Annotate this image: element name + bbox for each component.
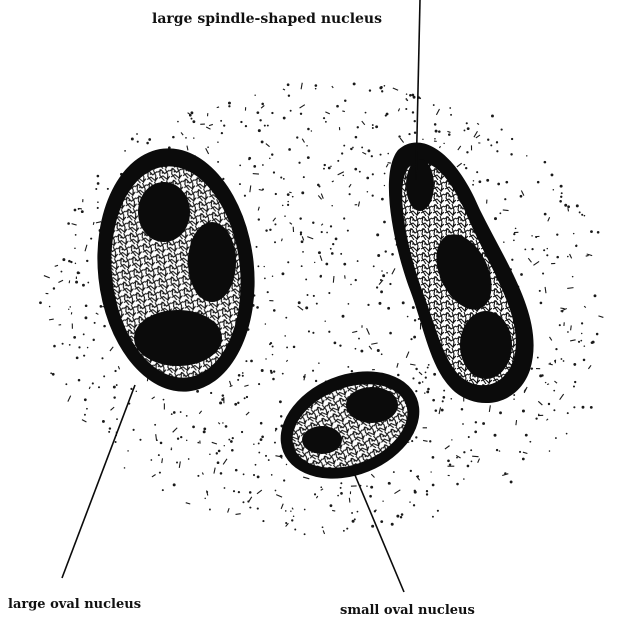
chromatin-clump: [188, 222, 236, 302]
chromatin-clump: [302, 426, 342, 454]
chromatin-clump: [460, 311, 512, 379]
small-oval-leader-line: [352, 468, 404, 592]
small-oval-nucleus: [265, 352, 436, 499]
label-small-oval-nucleus: small oval nucleus: [340, 604, 475, 617]
chromatin-clump: [406, 159, 434, 211]
chromatin-clump: [134, 310, 222, 366]
label-large-oval-nucleus: large oval nucleus: [8, 598, 141, 611]
large-oval-leader-line: [62, 385, 135, 578]
chromatin-clump: [346, 387, 398, 423]
large-oval-nucleus: [86, 141, 267, 400]
label-large-spindle-shaped-nucleus: large spindle-shaped nucleus: [152, 12, 382, 26]
chromatin-clump: [138, 182, 190, 242]
